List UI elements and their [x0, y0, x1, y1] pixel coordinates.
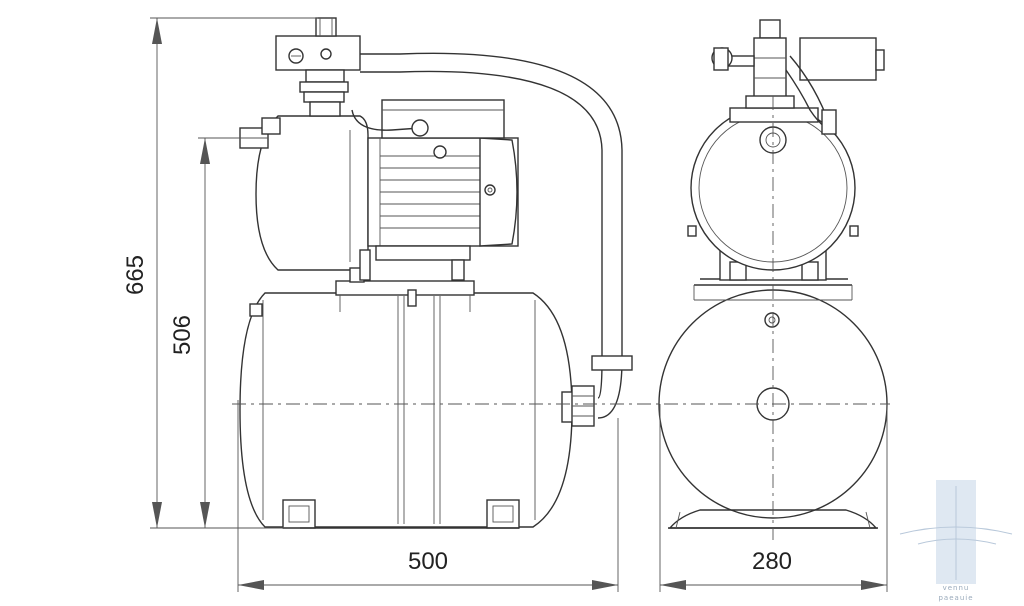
- dimension-label-total-height: 665: [122, 255, 149, 295]
- dimension-lines: [150, 17, 888, 592]
- center-lines: [232, 96, 890, 540]
- dimension-label-tank-height: 506: [169, 315, 196, 355]
- pump-housing-side: [239, 115, 369, 283]
- pressure-switch-side: [275, 17, 429, 137]
- dimension-label-length: 500: [408, 548, 448, 575]
- side-view: [239, 17, 633, 529]
- pressure-tank-side: [239, 280, 595, 529]
- watermark-text-2: paeauie: [938, 594, 973, 602]
- pressure-hose: [360, 52, 633, 419]
- motor-side: [359, 99, 519, 281]
- watermark-text-1: vennu: [943, 584, 970, 592]
- watermark-logo: vennu paeauie: [899, 480, 1013, 602]
- pressure-switch-front: [711, 19, 885, 135]
- dimension-label-width: 280: [752, 548, 792, 575]
